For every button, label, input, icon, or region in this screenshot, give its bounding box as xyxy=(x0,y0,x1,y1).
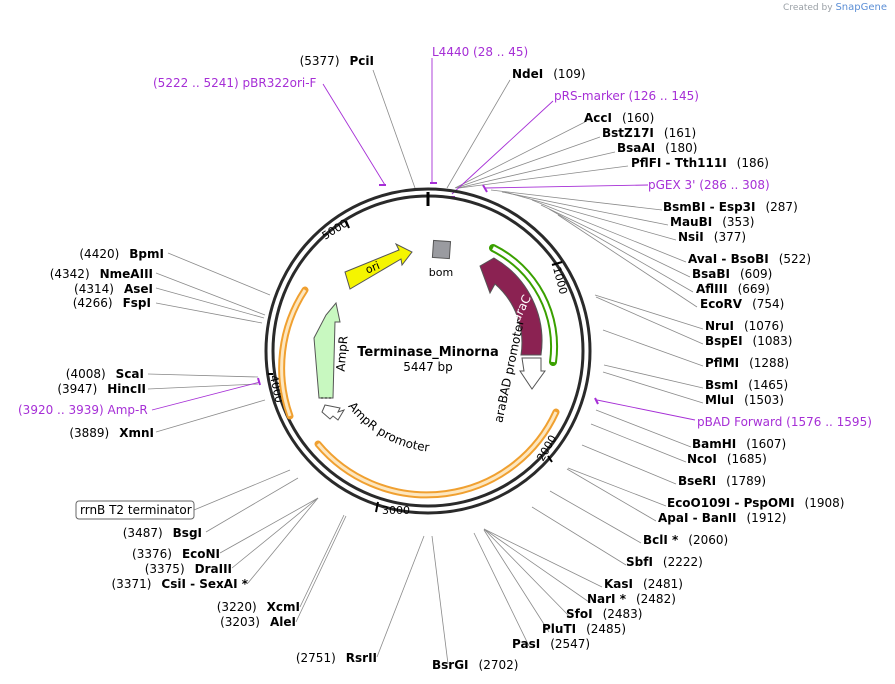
site-nari[interactable]: NarI *(2482) xyxy=(587,592,676,606)
site-nrui[interactable]: NruI(1076) xyxy=(705,319,784,333)
site-bsrgi[interactable]: BsrGI(2702) xyxy=(432,658,518,672)
site-hincii[interactable]: (3947)HincII xyxy=(57,382,146,396)
site-bstz17i[interactable]: BstZ17I(161) xyxy=(602,126,696,140)
backbone-outer-ring xyxy=(264,187,592,515)
site-bsmbi-esp3i[interactable]: BsmBI - Esp3I(287) xyxy=(663,200,798,214)
primer-pbr322ori-f[interactable]: (5222 .. 5241) pBR322ori-F xyxy=(153,76,317,90)
site-pflmi[interactable]: PflMI(1288) xyxy=(705,356,789,370)
primer-l4440[interactable]: L4440 (28 .. 45) xyxy=(432,45,528,59)
site-xcmi[interactable]: (3220)XcmI xyxy=(217,600,300,614)
snapgene-logo: SnapGene xyxy=(835,2,887,13)
site-bpmi[interactable]: (4420)BpmI xyxy=(79,247,164,261)
site-pflfi-tth111i[interactable]: PflFI - Tth111I(186) xyxy=(631,156,769,170)
primer-amp-r[interactable]: (3920 .. 3939) Amp-R xyxy=(18,403,148,417)
site-rsrii[interactable]: (2751)RsrII xyxy=(296,651,377,665)
site-avai-bsobi[interactable]: AvaI - BsoBI(522) xyxy=(688,252,811,266)
site-pluti[interactable]: PluTI(2485) xyxy=(542,622,626,636)
site-afliii[interactable]: AflIII(669) xyxy=(696,282,770,296)
credit-prefix: Created by xyxy=(783,3,833,13)
site-pasi[interactable]: PasI(2547) xyxy=(512,637,590,651)
primer-pbad-forward[interactable]: pBAD Forward (1576 .. 1595) xyxy=(697,415,872,429)
site-bsmi[interactable]: BsmI(1465) xyxy=(705,378,788,392)
arabad-promoter-feature[interactable] xyxy=(519,357,546,390)
ampr-promoter-label: AmpR promoter xyxy=(346,399,431,454)
site-apai-banii[interactable]: ApaI - BanII(1912) xyxy=(658,511,786,525)
leader-lines xyxy=(147,69,704,665)
rrnb-t2-label: rrnB T2 terminator xyxy=(80,503,192,517)
site-alei[interactable]: (3203)AleI xyxy=(220,615,296,629)
tick-5000: 5000 xyxy=(320,217,351,243)
plasmid-length: 5447 bp xyxy=(403,360,453,374)
tick-3000: 3000 xyxy=(382,504,410,517)
site-bspei[interactable]: BspEI(1083) xyxy=(705,334,792,348)
rrnb-t2-box[interactable] xyxy=(75,500,195,520)
site-bseri[interactable]: BseRI(1789) xyxy=(678,474,766,488)
tick-marks xyxy=(268,220,563,513)
site-econi[interactable]: (3376)EcoNI xyxy=(132,547,220,561)
bom-label: bom xyxy=(429,266,453,279)
site-asei[interactable]: (4314)AseI xyxy=(74,282,153,296)
site-scai[interactable]: (4008)ScaI xyxy=(66,367,144,381)
ori-label: ori xyxy=(364,259,382,277)
site-fspi[interactable]: (4266)FspI xyxy=(73,296,151,310)
arac-highlight-inner xyxy=(492,246,557,363)
site-bsaai[interactable]: BsaAI(180) xyxy=(617,141,697,155)
snapgene-credit: Created by SnapGene xyxy=(783,2,887,13)
site-bsgi[interactable]: (3487)BsgI xyxy=(123,526,202,540)
highlight-arc-lower-inner xyxy=(316,411,558,497)
primer-prs-marker[interactable]: pRS-marker (126 .. 145) xyxy=(554,89,699,103)
ori-feature[interactable] xyxy=(344,242,413,290)
site-nsii[interactable]: NsiI(377) xyxy=(678,230,746,244)
site-bamhi[interactable]: BamHI(1607) xyxy=(692,437,786,451)
plasmid-name: Terminase_Minorna xyxy=(357,345,498,360)
site-xmni[interactable]: (3889)XmnI xyxy=(69,426,154,440)
site-mlui[interactable]: MluI(1503) xyxy=(705,393,784,407)
site-bcli[interactable]: BclI *(2060) xyxy=(643,533,728,547)
arac-feature[interactable] xyxy=(479,257,543,356)
ampr-label: AmpR xyxy=(333,335,350,372)
site-draiii[interactable]: (3375)DraIII xyxy=(145,562,232,576)
ampr-promoter-feature[interactable] xyxy=(321,404,346,421)
primer-pgex-3[interactable]: pGEX 3' (286 .. 308) xyxy=(648,178,770,192)
site-pcii[interactable]: (5377)PciI xyxy=(300,54,374,68)
site-nmeaiii[interactable]: (4342)NmeAIII xyxy=(50,267,153,281)
site-acci[interactable]: AccI(160) xyxy=(584,111,654,125)
site-ndei[interactable]: NdeI(109) xyxy=(512,67,586,81)
site-maubi[interactable]: MauBI(353) xyxy=(670,215,754,229)
highlight-arc-left-inner xyxy=(280,289,307,417)
site-sbfi[interactable]: SbfI(2222) xyxy=(626,555,703,569)
site-bsabi[interactable]: BsaBI(609) xyxy=(692,267,772,281)
site-ncoi[interactable]: NcoI(1685) xyxy=(687,452,767,466)
site-kasi[interactable]: KasI(2481) xyxy=(604,577,683,591)
primer-leaders xyxy=(151,58,696,421)
site-csii-sexai[interactable]: (3371)CsiI - SexAI * xyxy=(112,577,249,591)
bom-feature[interactable] xyxy=(431,239,452,260)
site-sfoi[interactable]: SfoI(2483) xyxy=(566,607,642,621)
site-ecorv[interactable]: EcoRV(754) xyxy=(700,297,784,311)
site-ecoo109i-pspomi[interactable]: EcoO109I - PspOMI(1908) xyxy=(667,496,844,510)
